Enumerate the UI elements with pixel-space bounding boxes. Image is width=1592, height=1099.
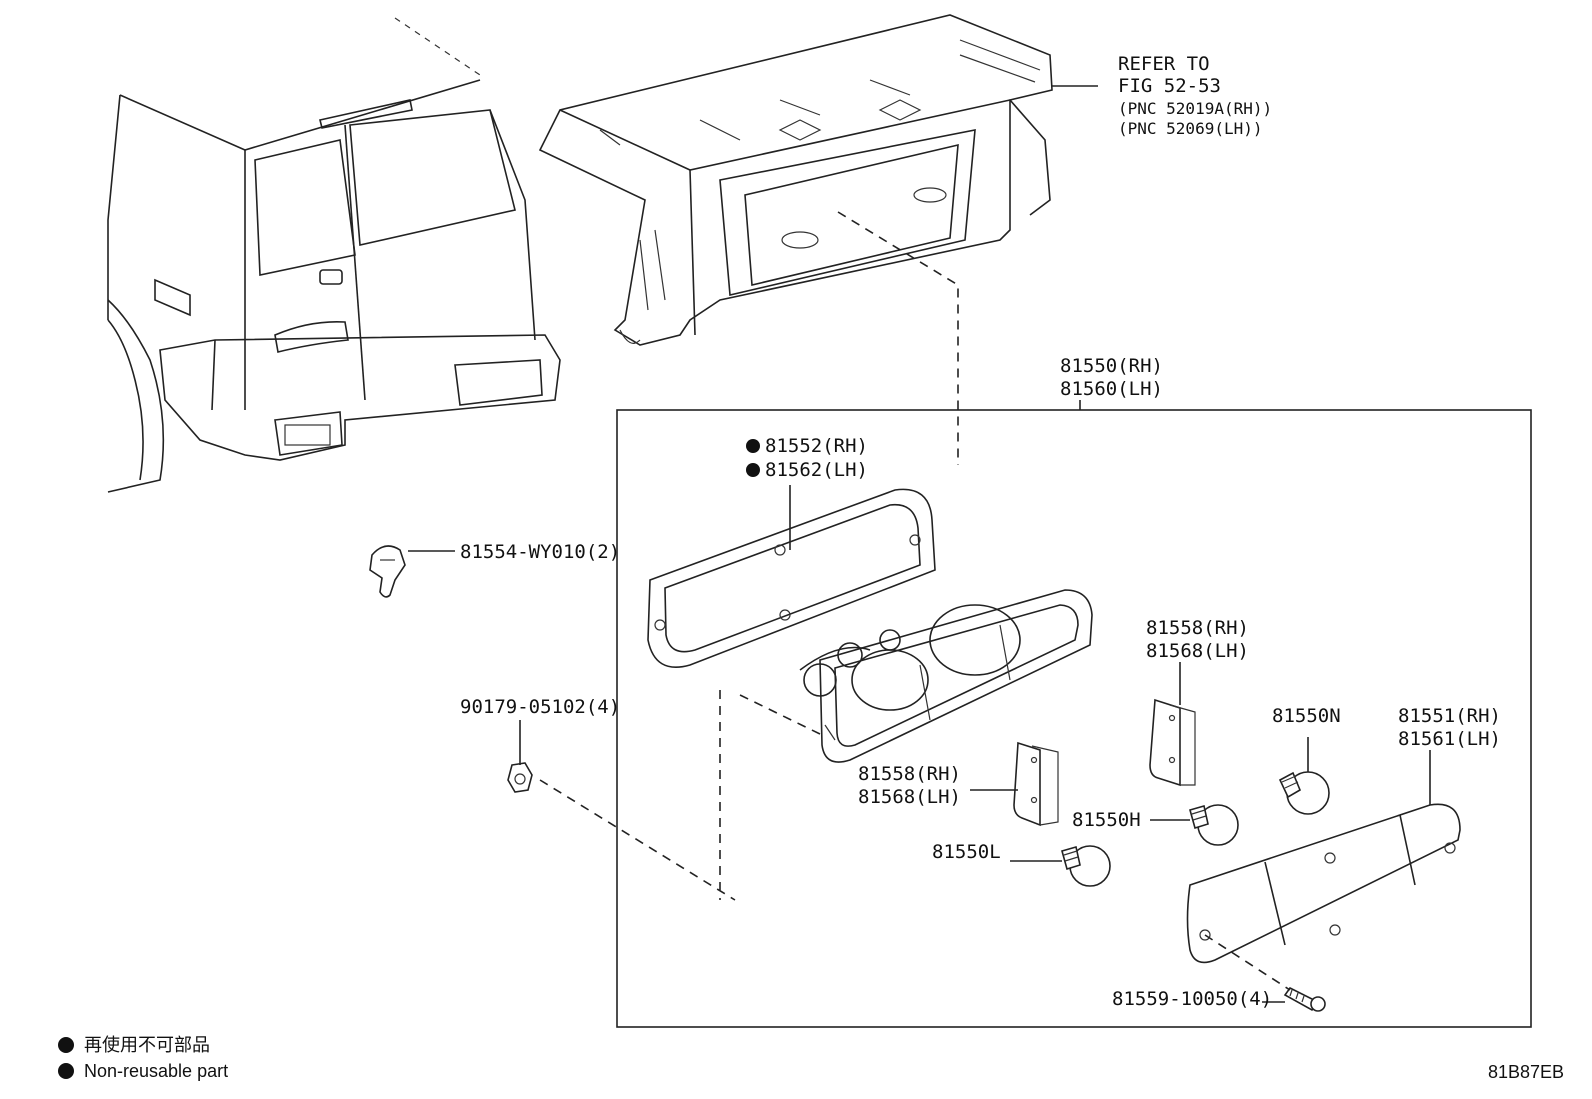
assembly-rh-label: 81550(RH) [1060, 355, 1163, 377]
bolt-dash-line [539, 690, 736, 901]
bulb-l-label: 81550L [932, 841, 1001, 863]
lens-part [1186, 803, 1461, 964]
legend-bullet-japanese [58, 1037, 74, 1053]
legend-bullet-english [58, 1063, 74, 1079]
back-panel-illustration [538, 14, 1053, 346]
assembly-lh-label: 81560(LH) [1060, 378, 1163, 400]
bulb-h-label: 81550H [1072, 809, 1141, 831]
bulb-n-part [1278, 771, 1330, 815]
assembly-box [616, 409, 1532, 1028]
legend-japanese: 再使用不可部品 [84, 1035, 210, 1055]
legend-english: Non-reusable part [84, 1061, 228, 1081]
vehicle-rear-illustration [107, 17, 561, 493]
screw-part [1283, 986, 1326, 1012]
reflector-lower-part [1013, 741, 1059, 827]
lamp-housing-part [799, 589, 1093, 763]
lens-rh-label: 81551(RH) [1398, 705, 1501, 727]
gasket-part [647, 488, 936, 669]
refer-pnc-rh: (PNC 52019A(RH)) [1118, 99, 1272, 118]
lens-lh-label: 81561(LH) [1398, 728, 1501, 750]
refer-label-line1: REFER TO [1118, 53, 1210, 75]
alignment-dash-line [837, 211, 959, 465]
reflector-lower-lh-label: 81568(LH) [858, 786, 961, 808]
clip-label: 81554-WY010(2) [460, 541, 620, 563]
gasket-rh-label: 81552(RH) [765, 435, 868, 457]
screw-label: 81559-10050(4) [1112, 988, 1272, 1010]
non-reusable-bullet-lh [746, 463, 760, 477]
reflector-upper-lh-label: 81568(LH) [1146, 640, 1249, 662]
refer-label-line2: FIG 52-53 [1118, 75, 1221, 97]
reflector-lower-rh-label: 81558(RH) [858, 763, 961, 785]
clip-part [369, 545, 406, 598]
figure-code: 81B87EB [1488, 1062, 1564, 1082]
bolt-dash-line-2 [739, 694, 823, 736]
bulb-h-part [1189, 804, 1239, 846]
nut-label: 90179-05102(4) [460, 696, 620, 718]
reflector-upper-rh-label: 81558(RH) [1146, 617, 1249, 639]
gasket-lh-label: 81562(LH) [765, 459, 868, 481]
bulb-l-part [1061, 845, 1111, 887]
screw-dash-line [1204, 934, 1291, 991]
refer-pnc-lh: (PNC 52069(LH)) [1118, 119, 1263, 138]
bulb-n-label: 81550N [1272, 705, 1341, 727]
non-reusable-bullet-rh [746, 439, 760, 453]
nut-part [507, 762, 533, 793]
reflector-upper-part [1149, 698, 1196, 787]
